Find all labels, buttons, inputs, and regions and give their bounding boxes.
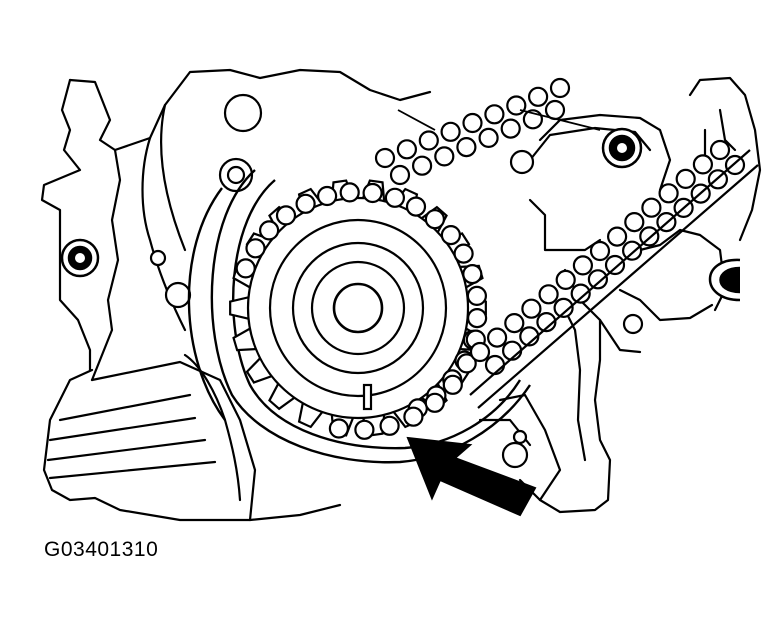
timing-chain bbox=[235, 77, 746, 440]
chain-link bbox=[462, 112, 483, 134]
chain-link bbox=[295, 193, 316, 214]
chain-link bbox=[379, 415, 400, 436]
chain-link bbox=[658, 183, 679, 204]
chain-link bbox=[624, 212, 645, 233]
chain-link bbox=[675, 168, 696, 189]
chain-link bbox=[709, 139, 731, 161]
chain-link bbox=[328, 418, 349, 439]
chain-link bbox=[396, 139, 417, 160]
housing-holes bbox=[149, 93, 644, 469]
chain-link bbox=[467, 308, 488, 329]
chain-link bbox=[555, 269, 576, 290]
bolt-top-right bbox=[601, 127, 643, 169]
chain-link bbox=[553, 297, 574, 318]
pointer-arrow bbox=[406, 436, 537, 517]
chain-tensioner bbox=[469, 149, 759, 409]
chain-link bbox=[418, 130, 439, 151]
crankshaft-sprocket bbox=[229, 179, 487, 437]
chain-link bbox=[405, 196, 427, 217]
chain-link bbox=[374, 147, 396, 169]
chain-link bbox=[589, 240, 611, 262]
chain-link bbox=[259, 220, 280, 241]
chain-link bbox=[572, 255, 594, 276]
chain-link bbox=[424, 392, 445, 413]
chain-link bbox=[339, 182, 360, 203]
chain-link bbox=[389, 164, 411, 186]
chain-link bbox=[587, 269, 609, 290]
chain-link bbox=[456, 137, 477, 158]
chain-link bbox=[403, 406, 424, 427]
chain-link bbox=[484, 104, 505, 125]
chain-link bbox=[462, 264, 483, 285]
leader-line bbox=[397, 109, 601, 131]
chain-link bbox=[412, 155, 433, 176]
chain-link bbox=[621, 240, 643, 261]
chain-link bbox=[275, 205, 297, 226]
chain-link bbox=[434, 146, 455, 167]
chain-link bbox=[521, 298, 542, 319]
chain-link bbox=[317, 185, 338, 207]
chain-link bbox=[466, 285, 487, 306]
chain-link bbox=[384, 187, 405, 208]
chain-link bbox=[453, 243, 474, 264]
chain-link bbox=[487, 327, 508, 348]
chain-link bbox=[570, 283, 591, 304]
chain-link bbox=[245, 238, 266, 259]
chain-link bbox=[442, 374, 463, 395]
chain-link bbox=[456, 353, 477, 374]
chain-link bbox=[606, 226, 628, 247]
chain-link bbox=[235, 258, 256, 279]
bolt-left bbox=[60, 238, 100, 278]
bolt-right-edge bbox=[708, 258, 741, 302]
chain-link bbox=[484, 354, 506, 376]
chain-link bbox=[440, 225, 461, 246]
chain-link bbox=[549, 77, 571, 99]
chain-link bbox=[538, 284, 559, 305]
chain-link bbox=[500, 118, 521, 139]
chain-link bbox=[641, 197, 662, 218]
chain-link bbox=[536, 312, 557, 333]
chain-link bbox=[478, 127, 499, 148]
chain-link bbox=[424, 209, 445, 230]
figure-caption: G03401310 bbox=[44, 538, 159, 561]
chain-link bbox=[504, 313, 525, 334]
chain-link bbox=[469, 341, 491, 363]
chain-link bbox=[692, 154, 714, 175]
chain-link bbox=[362, 182, 383, 204]
chain-link bbox=[354, 419, 375, 440]
chain-link bbox=[527, 86, 549, 107]
chain-link bbox=[604, 254, 626, 276]
chain-link bbox=[506, 95, 527, 116]
chain-link bbox=[440, 121, 461, 142]
